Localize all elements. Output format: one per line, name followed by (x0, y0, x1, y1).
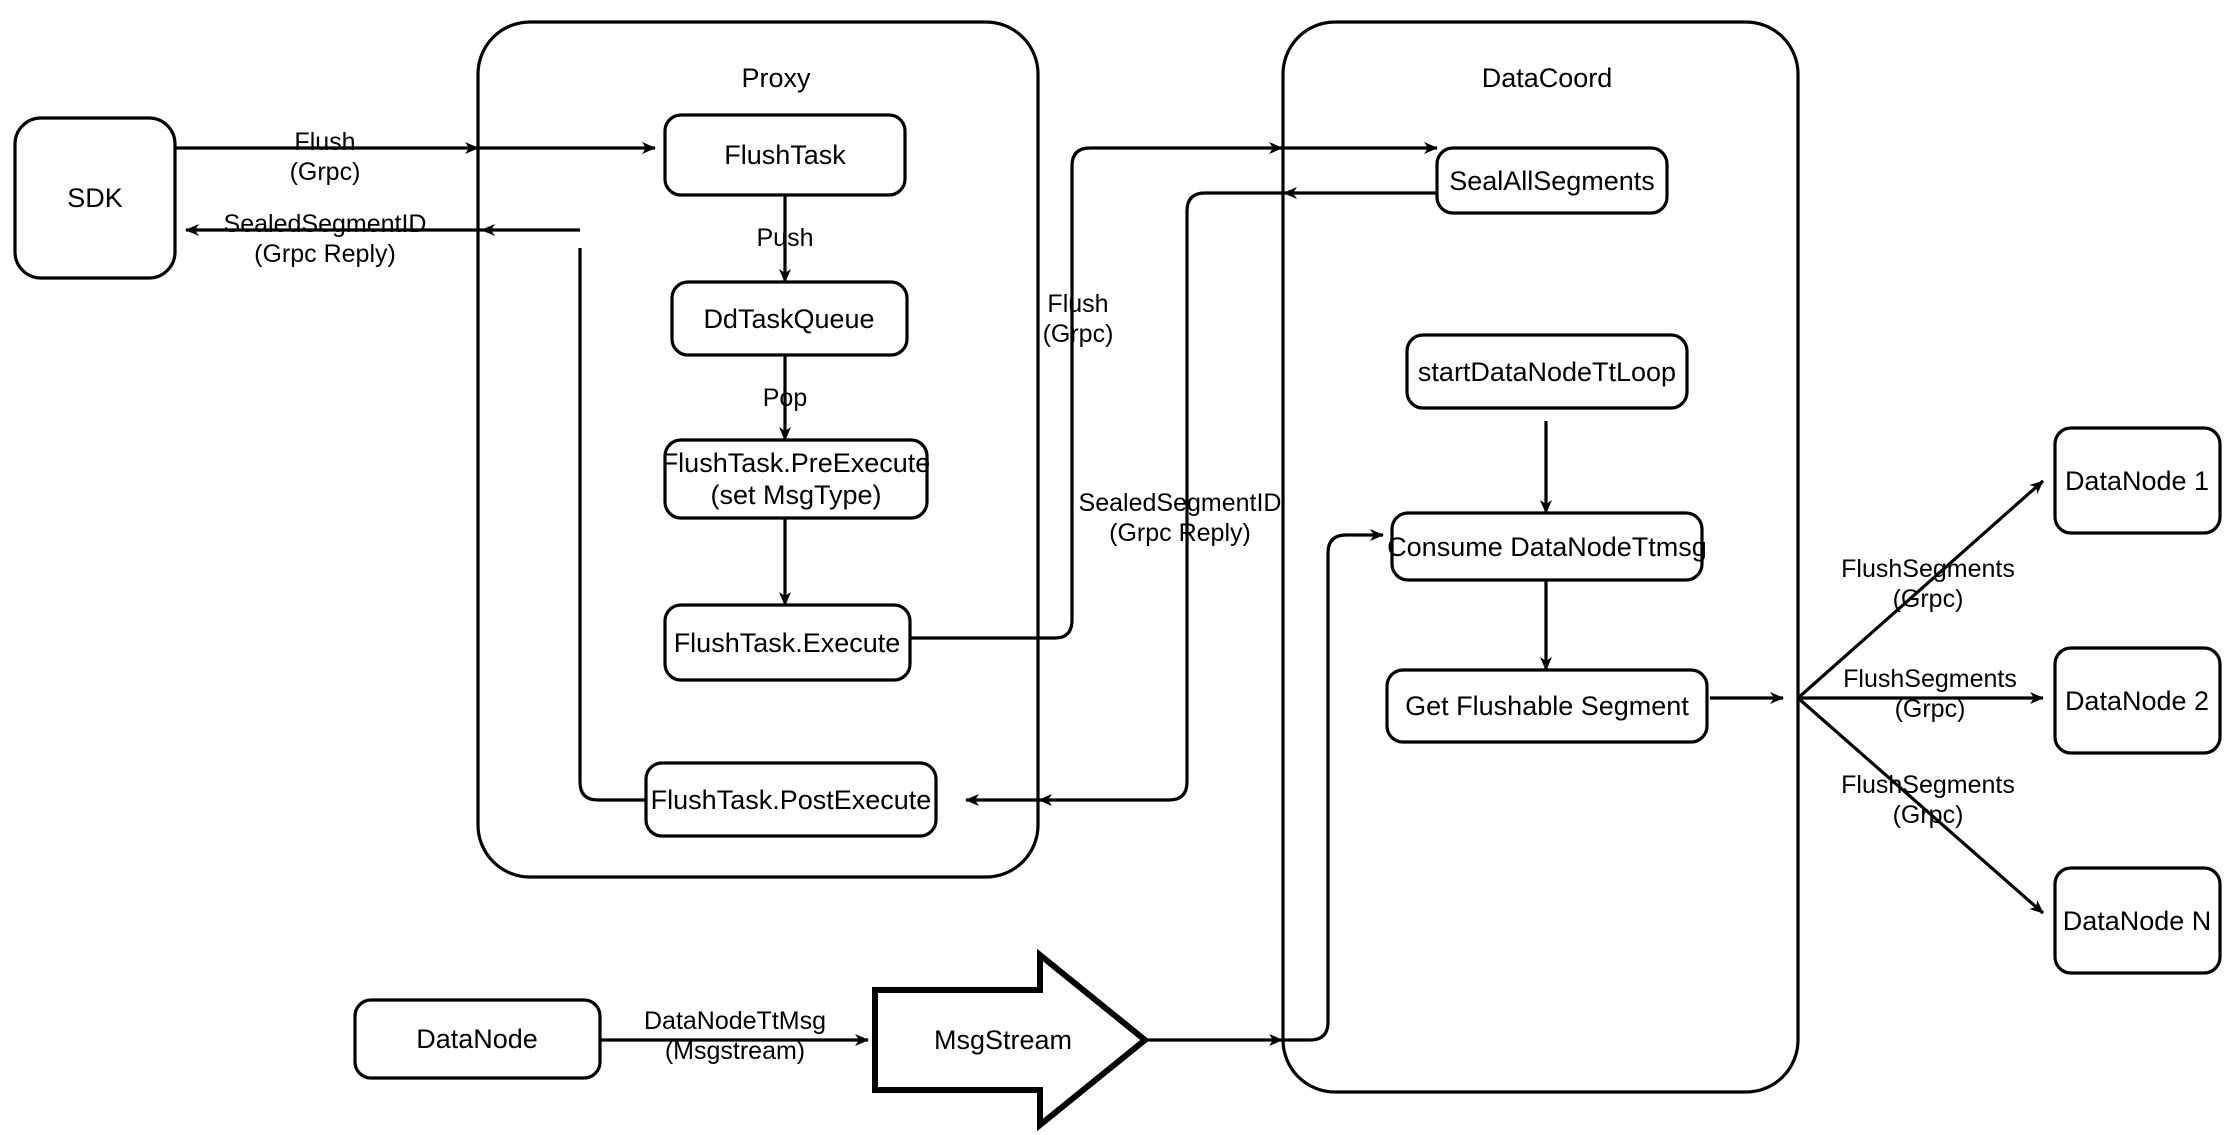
edge-label-flushsegments-n-line1: FlushSegments (1841, 771, 2015, 799)
node-sdk[interactable] (13, 116, 177, 280)
node-msgstream[interactable] (872, 948, 1150, 1132)
edge-arrow-proxy-boundary-in (465, 142, 479, 154)
edge-label-flush-grpc-line2: (Grpc) (290, 158, 361, 186)
node-sealallsegments-label: SealAllSegments (1449, 166, 1655, 196)
edge-hub-to-datanode1 (1796, 479, 2045, 700)
edge-msgstream-to-consume (1140, 529, 1384, 1042)
node-datanode-1-label: DataNode 1 (2065, 466, 2209, 496)
edge-arrow-datacoord-boundary-in (1269, 142, 1283, 154)
node-datanode-2[interactable] (2053, 646, 2222, 755)
node-preexecute-label-line2: (set MsgType) (710, 480, 881, 510)
edge-sealallsegments-to-postexecute (965, 191, 1437, 806)
edge-label-proxy-flush-grpc-line2: (Grpc) (1043, 320, 1114, 348)
node-flushtask-label: FlushTask (724, 140, 846, 170)
edge-label-datanodettmsg-line1: DataNodeTtMsg (644, 1007, 826, 1035)
edge-execute-to-sealallsegments (910, 142, 1438, 640)
node-datanode-n-label: DataNode N (2063, 906, 2212, 936)
group-datacoord-label: DataCoord (1482, 63, 1613, 93)
node-execute-label: FlushTask.Execute (674, 628, 901, 658)
edge-label-sealedsegmentid-line2: (Grpc Reply) (254, 240, 396, 268)
node-sealallsegments[interactable] (1435, 146, 1669, 215)
group-proxy-label: Proxy (741, 63, 811, 93)
node-preexecute-label-line1: FlushTask.PreExecute (662, 448, 931, 478)
node-consume-datanode-ttmsg[interactable] (1390, 511, 1704, 582)
node-datanode-source-label: DataNode (416, 1024, 538, 1054)
node-flushtask-preexecute[interactable] (663, 438, 929, 520)
node-flushtask-execute[interactable] (663, 603, 912, 682)
node-datanode-source[interactable] (353, 998, 602, 1080)
node-getflushable-label: Get Flushable Segment (1405, 691, 1689, 721)
node-datanode-1[interactable] (2053, 426, 2222, 535)
node-sdk-label: SDK (67, 183, 123, 213)
node-ttloop-label: startDataNodeTtLoop (1418, 357, 1676, 387)
edge-label-proxy-flush-grpc-line1: Flush (1047, 290, 1108, 318)
edge-label-datanodettmsg-line2: (Msgstream) (665, 1037, 805, 1065)
node-postexecute-label: FlushTask.PostExecute (651, 785, 932, 815)
edge-arrow-datacoord-boundary-out (1283, 187, 1297, 199)
edge-label-flushsegments-n-line2: (Grpc) (1893, 801, 1964, 829)
node-get-flushable-segment[interactable] (1385, 668, 1709, 744)
edge-label-flushsegments-1-line1: FlushSegments (1841, 555, 2015, 583)
node-ddtaskqueue-label: DdTaskQueue (703, 304, 874, 334)
edge-postexecute-return-path (578, 248, 646, 802)
node-datanode-n[interactable] (2053, 866, 2222, 975)
node-ddtaskqueue[interactable] (670, 280, 909, 357)
edge-label-flushsegments-1-line2: (Grpc) (1893, 585, 1964, 613)
node-flushtask-postexecute[interactable] (644, 761, 938, 838)
edge-label-flushsegments-2-line2: (Grpc) (1895, 695, 1966, 723)
node-start-datanode-ttloop[interactable] (1405, 333, 1689, 410)
edge-label-flushsegments-2-line1: FlushSegments (1843, 665, 2017, 693)
edge-arrow-sdk-boundary-in (481, 224, 495, 236)
node-msgstream-label: MsgStream (934, 1025, 1072, 1055)
group-proxy-container (476, 20, 1040, 879)
edge-label-push: Push (757, 224, 814, 252)
edge-label-dc-sealedsegmentid-line1: SealedSegmentID (1079, 489, 1282, 517)
group-datacoord-container (1281, 20, 1800, 1094)
edge-label-flush-grpc-line1: Flush (294, 128, 355, 156)
edge-hub-to-datanoden (1796, 696, 2045, 915)
node-consume-label: Consume DataNodeTtmsg (1387, 532, 1707, 562)
node-flushtask[interactable] (663, 113, 907, 197)
edge-label-dc-sealedsegmentid-line2: (Grpc Reply) (1109, 519, 1251, 547)
edge-label-sealedsegmentid-line1: SealedSegmentID (224, 210, 427, 238)
edge-arrow-proxy-boundary-reply-in (1038, 794, 1052, 806)
edge-arrow-datacoord-boundary-bottom-in (1269, 1034, 1283, 1046)
edge-label-pop: Pop (763, 384, 807, 412)
node-datanode-2-label: DataNode 2 (2065, 686, 2209, 716)
